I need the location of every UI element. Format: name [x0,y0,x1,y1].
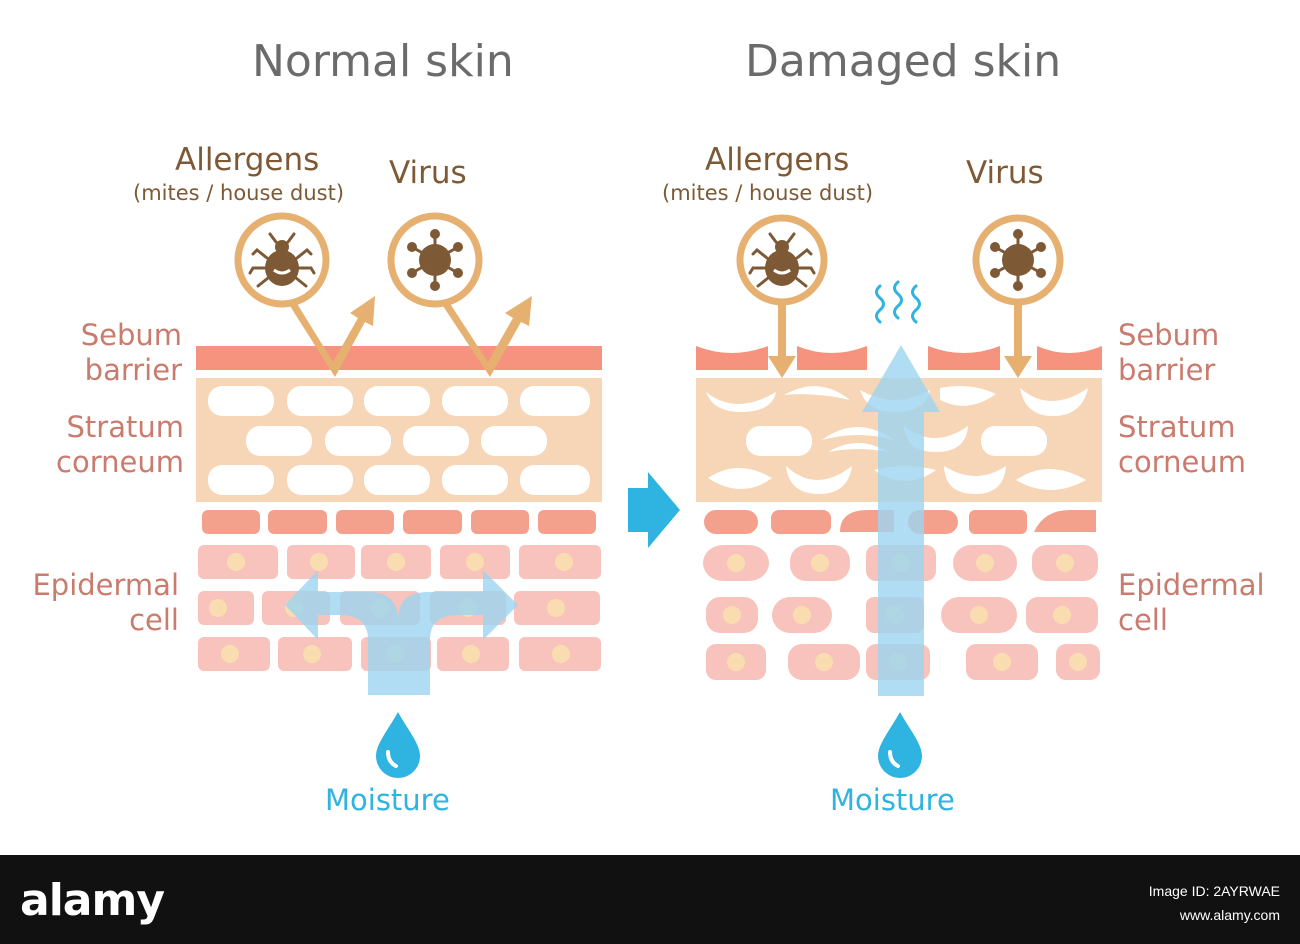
normal-epidermal-cell-label: Epidermal cell [32,568,179,637]
damaged-skin-layers [696,214,1102,778]
cell-nucleus [976,554,994,572]
cell-nucleus [221,645,239,663]
normal-virus-icon [387,212,483,308]
cell-nucleus [387,553,405,571]
normal-moisture-label: Moisture [325,783,450,817]
damaged-epidermal-cell-label: Epidermal cell [1118,568,1265,637]
damaged-water-drop-icon [878,712,922,778]
normal-moisture-spread-arrow [285,570,518,695]
damaged-allergens-sub-label: (mites / house dust) [662,181,874,205]
cell-nucleus [462,645,480,663]
cell-nucleus [310,553,328,571]
diagram-artwork [196,212,1102,778]
damaged-allergens-label: Allergens [705,142,850,178]
damaged-allergen-penetration-arrow [768,302,796,378]
normal-epidermal-cells [198,545,601,671]
damaged-virus-penetration-arrow [1004,302,1032,378]
damaged-virus-icon [972,214,1064,306]
cell-nucleus [811,554,829,572]
cell-nucleus [555,553,573,571]
normal-sebum-barrier [196,346,602,370]
damaged-stratum-bricks [706,386,1088,494]
stock-footer-bar: alamy Image ID: 2AYRWAE www.alamy.com [0,855,1300,944]
damaged-mite-icon [736,214,828,306]
damaged-skin-title: Damaged skin [745,36,1062,87]
damaged-moisture-escape-arrow [862,345,940,696]
normal-allergens-label: Allergens [175,142,320,178]
damaged-stratum-corneum-label: Stratum corneum [1118,410,1246,479]
normal-stratum-bricks [208,386,590,495]
cell-nucleus [227,553,245,571]
damaged-sebum-barrier-label: Sebum barrier [1118,318,1220,387]
cell-nucleus [727,653,745,671]
damaged-sebum-barrier [696,346,1102,370]
cell-nucleus [303,645,321,663]
cell-nucleus [970,606,988,624]
normal-allergens-sub-label: (mites / house dust) [133,181,345,205]
cell-nucleus [727,554,745,572]
normal-virus-bounce-arrow [443,296,532,377]
normal-stratum-corneum-label: Stratum corneum [56,410,184,479]
normal-virus-label: Virus [389,155,467,191]
normal-water-drop-icon [376,712,420,778]
cell-nucleus [209,599,227,617]
cell-nucleus [1053,606,1071,624]
damaged-moisture-label: Moisture [830,783,955,817]
normal-sebum-barrier-label: Sebum barrier [80,318,182,387]
cell-nucleus [993,653,1011,671]
cell-nucleus [793,606,811,624]
cell-nucleus [815,653,833,671]
normal-epidermis-top-row [202,510,596,534]
normal-skin-layers [196,212,602,778]
stock-brand-logo: alamy [20,875,165,926]
vapor-icon [875,280,921,324]
normal-mite-icon [234,212,330,308]
cell-nucleus [1069,653,1087,671]
normal-skin-title: Normal skin [252,36,514,87]
cell-nucleus [552,645,570,663]
site-url-label: www.alamy.com [1179,907,1280,923]
damaged-virus-label: Virus [966,155,1044,191]
normal-allergen-bounce-arrow [290,296,375,377]
cell-nucleus [466,553,484,571]
cell-nucleus [1056,554,1074,572]
cell-nucleus [723,606,741,624]
image-id-label: Image ID: 2AYRWAE [1148,883,1280,899]
progression-arrow [628,472,680,548]
cell-nucleus [547,599,565,617]
